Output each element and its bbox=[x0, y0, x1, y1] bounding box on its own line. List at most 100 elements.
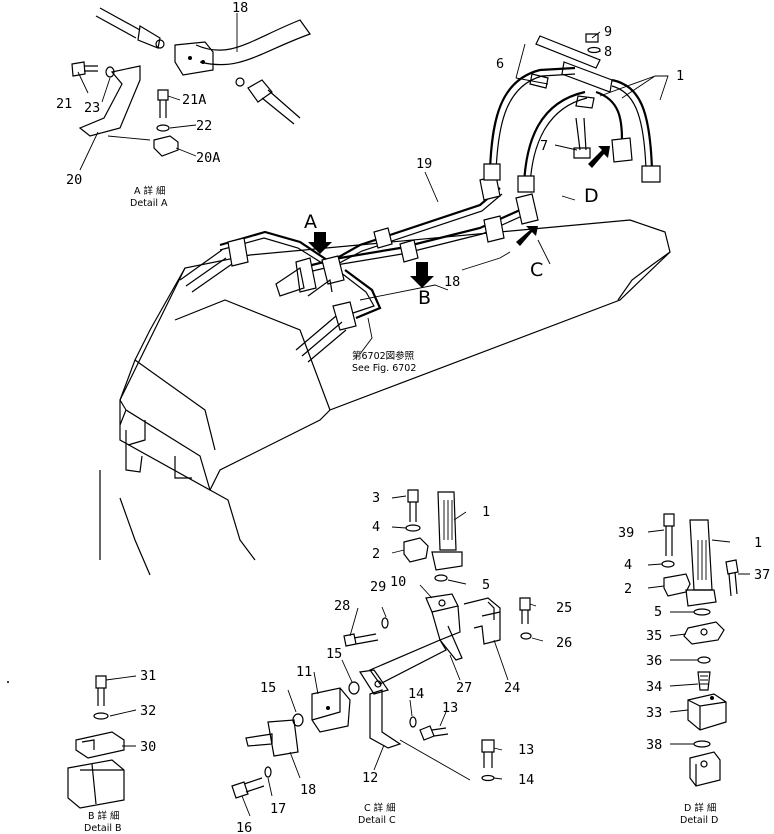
oring-5b bbox=[693, 608, 711, 616]
base-d-hole bbox=[700, 760, 708, 768]
lever-grip bbox=[443, 500, 453, 540]
view-letters: A B C D bbox=[304, 185, 599, 309]
washer-14a bbox=[409, 716, 417, 728]
clamp-c3 bbox=[515, 193, 539, 225]
bolt-28 bbox=[343, 633, 379, 647]
hull-leg bbox=[99, 470, 151, 576]
callout-24: 24 bbox=[504, 680, 520, 696]
callout-13: 13 bbox=[518, 742, 534, 758]
bolt-hole bbox=[201, 60, 205, 64]
callout-33: 33 bbox=[646, 705, 662, 721]
callout-1: 1 bbox=[676, 68, 684, 84]
view-letter-c: C bbox=[530, 259, 543, 281]
hull-skirt bbox=[209, 489, 256, 561]
clamp-c2 bbox=[483, 215, 505, 243]
lever-base-c bbox=[431, 551, 463, 571]
callout-15: 15 bbox=[326, 646, 342, 662]
callout-18: 18 bbox=[444, 274, 460, 290]
washer-29 bbox=[381, 617, 389, 629]
clamp-19 bbox=[373, 227, 393, 249]
base-d bbox=[689, 751, 721, 787]
callout-labels: 18 9 8 6 1 21 23 21A 22 20A 20 7 19 18 3… bbox=[56, 0, 770, 834]
block-11 bbox=[311, 687, 351, 733]
pipe-branch bbox=[344, 269, 382, 320]
hull-rear bbox=[617, 251, 671, 301]
pipe-19-upper bbox=[219, 187, 501, 264]
callout-30: 30 bbox=[140, 739, 156, 755]
callout-2: 2 bbox=[624, 581, 632, 597]
washer-14b bbox=[481, 774, 495, 782]
view-letter-b: B bbox=[418, 287, 431, 309]
bolt-31 bbox=[95, 675, 107, 706]
callout-21A: 21A bbox=[182, 92, 206, 108]
callout-37: 37 bbox=[754, 567, 770, 583]
callout-15: 15 bbox=[260, 680, 276, 696]
view-arrow-b bbox=[410, 262, 434, 288]
bolt-37 bbox=[725, 559, 739, 597]
view-letter-d: D bbox=[584, 185, 599, 207]
callout-27: 27 bbox=[456, 680, 472, 696]
callout-21: 21 bbox=[56, 96, 72, 112]
callout-32: 32 bbox=[140, 703, 156, 719]
bolt-16 bbox=[231, 777, 265, 799]
caption-detail-b-jp: B 詳 細 bbox=[88, 810, 120, 822]
callout-34: 34 bbox=[646, 679, 662, 695]
callout-22: 22 bbox=[196, 118, 212, 134]
detail-a bbox=[71, 7, 311, 171]
caption-detail-c: Detail C bbox=[358, 815, 396, 826]
oring-38 bbox=[693, 740, 711, 748]
clamp-2a bbox=[403, 537, 429, 563]
rod-27 bbox=[358, 639, 447, 695]
callout-4: 4 bbox=[372, 519, 380, 535]
fitting-4 bbox=[641, 165, 661, 183]
curve-pipe-3-b bbox=[611, 85, 647, 171]
callout-6: 6 bbox=[496, 56, 504, 72]
fitting-1 bbox=[483, 163, 501, 181]
caption-fig-jp: 第6702図参照 bbox=[352, 350, 415, 362]
lever-d-grip bbox=[697, 540, 707, 580]
callout-35: 35 bbox=[646, 628, 662, 644]
callout-3: 3 bbox=[372, 490, 380, 506]
handle-block-right bbox=[247, 79, 273, 103]
hoses-front-b bbox=[295, 315, 347, 363]
top-bar-lower bbox=[561, 61, 613, 93]
curve-pipe-3 bbox=[611, 78, 654, 171]
bolt-25 bbox=[519, 597, 531, 624]
callout-39: 39 bbox=[618, 525, 634, 541]
bolt-39 bbox=[663, 513, 675, 556]
spool-34-thread bbox=[700, 675, 708, 685]
handle-bar bbox=[195, 19, 311, 66]
callout-5: 5 bbox=[482, 577, 490, 593]
leaders-detail-c bbox=[241, 495, 544, 817]
callout-26: 26 bbox=[556, 635, 572, 651]
callout-14: 14 bbox=[408, 686, 424, 702]
callout-10: 10 bbox=[390, 574, 406, 590]
caption-detail-a-jp: A 詳 細 bbox=[134, 185, 166, 197]
callout-2: 2 bbox=[372, 546, 380, 562]
hull-panel bbox=[174, 299, 331, 411]
washer-32 bbox=[93, 712, 109, 720]
callout-1: 1 bbox=[754, 535, 762, 551]
oring-5a bbox=[434, 574, 448, 582]
plate-35-hole bbox=[700, 628, 708, 636]
curve-pipe-4 bbox=[595, 90, 624, 141]
washer-4a bbox=[405, 524, 421, 532]
bolt-21 bbox=[71, 61, 98, 77]
leaders-detail-b bbox=[105, 675, 137, 747]
caption-detail-d: Detail D bbox=[680, 815, 718, 826]
block-b bbox=[67, 759, 125, 809]
callout-11: 11 bbox=[296, 664, 312, 680]
leader-dash bbox=[107, 135, 151, 141]
bolt-hole bbox=[188, 56, 192, 60]
detail-c bbox=[231, 489, 544, 817]
main-assembly bbox=[99, 31, 671, 576]
callout-7: 7 bbox=[540, 138, 548, 154]
callout-8: 8 bbox=[604, 44, 612, 60]
callout-28: 28 bbox=[334, 598, 350, 614]
washer bbox=[155, 39, 165, 49]
pipe-19-upper-b bbox=[219, 193, 503, 269]
caption-detail-b: Detail B bbox=[84, 823, 122, 834]
lever-d-base bbox=[685, 589, 717, 607]
lever-c bbox=[437, 491, 457, 551]
